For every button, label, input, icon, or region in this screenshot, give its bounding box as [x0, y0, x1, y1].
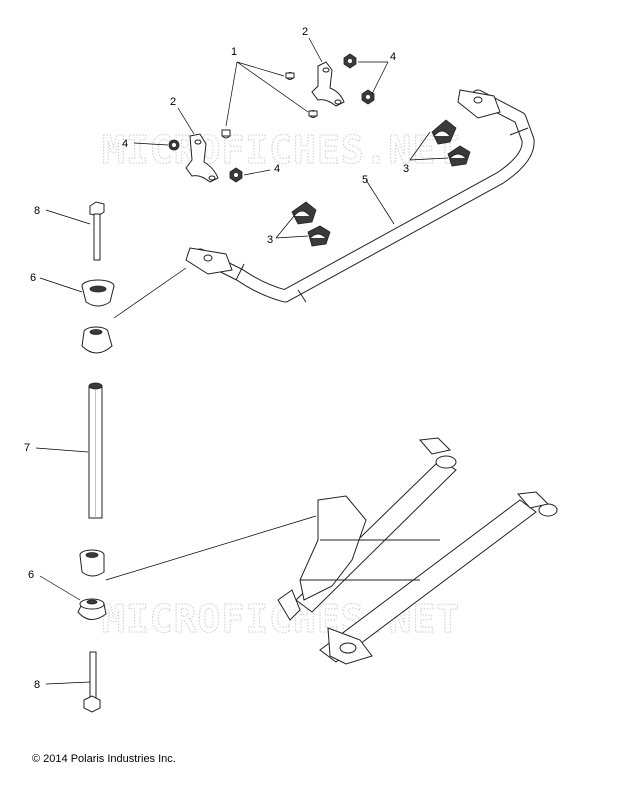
callout-5: 5	[362, 174, 368, 186]
callout-2-upper: 2	[302, 26, 308, 38]
callout-2-lower: 2	[170, 96, 176, 108]
bar-bushing-right-upper	[431, 119, 457, 145]
bar-bushing-left-upper	[291, 201, 317, 225]
callout-3-right: 3	[403, 163, 409, 175]
a-arm-assembly	[277, 437, 558, 665]
grommet-top-upper	[81, 279, 115, 307]
callout-4-lower: 4	[274, 163, 280, 175]
bolt-top	[89, 201, 105, 261]
watermark-top: MICROFICHES.NET	[102, 128, 460, 172]
callout-3-left: 3	[267, 234, 273, 246]
callout-4-left: 4	[122, 138, 128, 150]
bar-bushing-right-lower	[447, 145, 471, 167]
nut-upper-1	[343, 53, 357, 69]
nut-upper-2	[361, 89, 375, 105]
nut-left	[168, 139, 180, 151]
callout-6-top: 6	[30, 272, 36, 284]
leader-lines	[35, 37, 449, 685]
grommet-bottom-lower	[77, 598, 107, 620]
callout-8-bottom: 8	[34, 679, 40, 691]
callout-7: 7	[24, 442, 30, 454]
clamp-upper	[311, 61, 345, 107]
bolt-lower	[221, 129, 231, 139]
clamp-lower	[185, 133, 219, 183]
bolt-bottom	[83, 651, 101, 713]
bar-bushing-left-lower	[307, 225, 331, 247]
grommet-bottom-upper	[79, 549, 105, 577]
copyright-notice: © 2014 Polaris Industries Inc.	[32, 753, 176, 765]
grommet-top-lower	[81, 326, 113, 354]
callout-1: 1	[231, 46, 237, 58]
bolt-upper	[285, 72, 295, 80]
callout-4-upper: 4	[390, 51, 396, 63]
link-rod	[88, 382, 103, 519]
callout-6-bottom: 6	[28, 569, 34, 581]
stabilizer-bar	[185, 89, 535, 303]
callout-8-top: 8	[34, 205, 40, 217]
bolt-middle	[308, 110, 318, 118]
nut-lower	[229, 167, 243, 183]
